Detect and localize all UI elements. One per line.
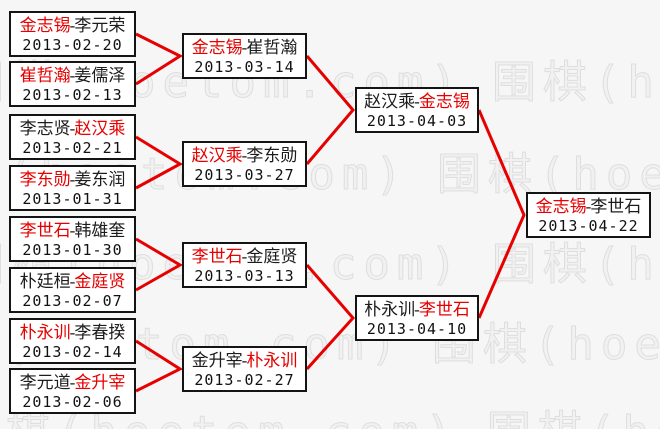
match-players: 朴永训-李世石 [357, 299, 477, 320]
match-box-sf-m1: 赵汉乘-金志锡 2013-04-03 [355, 87, 479, 133]
match-box-r1-m4: 李东勋-姜东润 2013-01-31 [9, 165, 136, 211]
match-box-r2-m4: 金升宰-朴永训 2013-02-27 [182, 346, 307, 392]
player-name: 李世石 [418, 300, 470, 319]
player-name: 李世石 [191, 247, 243, 266]
player-separator: - [69, 373, 76, 392]
player-name: 李元荣 [74, 16, 126, 35]
match-players: 金志锡-李世石 [528, 196, 649, 217]
connector-line [135, 32, 184, 86]
player-name: 金志锡 [191, 38, 243, 57]
player-name: 李春揆 [74, 323, 126, 342]
connector-line [135, 339, 184, 393]
player-name: 金升宰 [74, 373, 126, 392]
player-name: 赵汉乘 [74, 119, 126, 138]
player-separator: - [69, 323, 76, 342]
player-name: 姜儒泽 [74, 66, 126, 85]
match-players: 李世石-金庭贤 [184, 246, 305, 267]
match-players: 金志锡-李元荣 [11, 15, 134, 36]
match-date: 2013-01-30 [22, 241, 123, 259]
player-separator: - [69, 16, 76, 35]
player-name: 朴永训 [364, 300, 416, 319]
match-date: 2013-02-14 [22, 343, 123, 361]
player-name: 李世石 [590, 197, 642, 216]
player-separator: - [69, 66, 76, 85]
match-players: 朴永训-李春揆 [11, 322, 134, 343]
match-players: 崔哲瀚-姜儒泽 [11, 65, 134, 86]
player-separator: - [69, 170, 76, 189]
match-box-r2-m1: 金志锡-崔哲瀚 2013-03-14 [182, 33, 307, 79]
match-players: 赵汉乘-李东勋 [184, 145, 305, 166]
match-box-r1-m2: 崔哲瀚-姜儒泽 2013-02-13 [9, 61, 136, 107]
player-separator: - [69, 119, 76, 138]
match-box-r1-m6: 朴廷桓-金庭贤 2013-02-07 [9, 267, 136, 313]
match-date: 2013-02-13 [22, 86, 123, 104]
player-name: 金志锡 [19, 16, 71, 35]
connector-line [305, 264, 356, 371]
player-name: 李元道 [19, 373, 71, 392]
connector-line [135, 237, 183, 292]
match-date: 2013-04-22 [538, 217, 639, 235]
player-name: 朴廷桓 [19, 272, 71, 291]
player-separator: - [414, 92, 420, 111]
player-name: 赵汉乘 [364, 92, 416, 111]
player-name: 李世石 [19, 221, 71, 240]
match-date: 2013-04-10 [366, 320, 468, 338]
connector-line [477, 109, 526, 319]
player-name: 朴永训 [246, 351, 298, 370]
match-box-r1-m7: 朴永训-李春揆 2013-02-14 [9, 318, 136, 364]
match-players: 李世石-韩雄奎 [11, 220, 134, 241]
player-name: 金庭贤 [74, 272, 126, 291]
player-separator: - [414, 300, 420, 319]
player-name: 金志锡 [418, 92, 470, 111]
player-name: 姜东润 [74, 170, 126, 189]
player-separator: - [241, 38, 248, 57]
match-players: 李东勋-姜东润 [11, 169, 134, 190]
match-box-final: 金志锡-李世石 2013-04-22 [526, 192, 651, 238]
match-date: 2013-01-31 [22, 190, 123, 208]
connector-line [305, 55, 355, 165]
player-name: 金庭贤 [246, 247, 298, 266]
player-name: 李志贤 [19, 119, 71, 138]
match-players: 赵汉乘-金志锡 [357, 91, 477, 112]
player-name: 金志锡 [535, 197, 587, 216]
player-separator: - [585, 197, 592, 216]
match-box-r2-m2: 赵汉乘-李东勋 2013-03-27 [182, 141, 307, 187]
match-date: 2013-02-07 [22, 292, 123, 310]
player-name: 李东勋 [246, 146, 298, 165]
match-box-r2-m3: 李世石-金庭贤 2013-03-13 [182, 242, 307, 288]
match-date: 2013-04-03 [366, 112, 468, 130]
match-box-sf-m2: 朴永训-李世石 2013-04-10 [355, 295, 479, 341]
match-box-r1-m5: 李世石-韩雄奎 2013-01-30 [9, 216, 136, 262]
match-players: 金志锡-崔哲瀚 [184, 37, 305, 58]
match-date: 2013-02-21 [22, 139, 123, 157]
player-separator: - [69, 221, 76, 240]
player-separator: - [241, 247, 248, 266]
match-box-r1-m1: 金志锡-李元荣 2013-02-20 [9, 11, 136, 57]
player-separator: - [241, 146, 248, 165]
connector-line [135, 135, 183, 190]
match-box-r1-m3: 李志贤-赵汉乘 2013-02-21 [9, 114, 136, 160]
match-players: 金升宰-朴永训 [184, 350, 305, 371]
match-players: 李元道-金升宰 [11, 372, 134, 393]
match-date: 2013-03-27 [194, 166, 295, 184]
player-name: 韩雄奎 [74, 221, 126, 240]
player-name: 崔哲瀚 [19, 66, 71, 85]
player-name: 赵汉乘 [191, 146, 243, 165]
player-name: 李东勋 [19, 170, 71, 189]
match-date: 2013-03-14 [194, 58, 295, 76]
match-date: 2013-02-20 [22, 36, 123, 54]
match-date: 2013-02-27 [194, 371, 295, 389]
player-name: 金升宰 [191, 351, 243, 370]
match-players: 李志贤-赵汉乘 [11, 118, 134, 139]
match-players: 朴廷桓-金庭贤 [11, 271, 134, 292]
player-separator: - [241, 351, 248, 370]
player-name: 崔哲瀚 [246, 38, 298, 57]
match-date: 2013-03-13 [194, 267, 295, 285]
player-name: 朴永训 [19, 323, 71, 342]
player-separator: - [69, 272, 76, 291]
match-date: 2013-02-06 [22, 393, 123, 411]
match-box-r1-m8: 李元道-金升宰 2013-02-06 [9, 368, 136, 414]
